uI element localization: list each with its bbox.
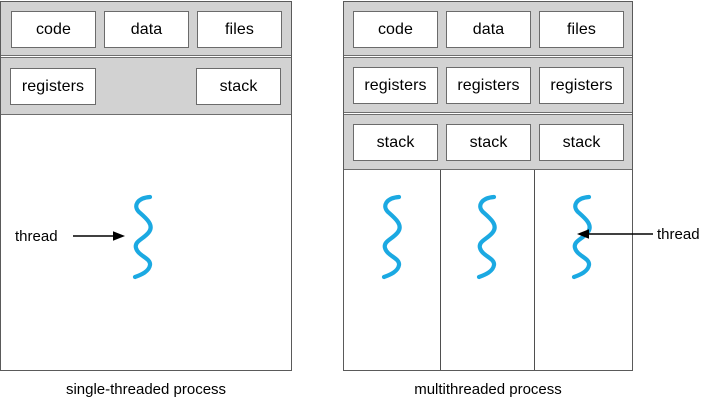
thread-annotation-arrow-right	[577, 226, 653, 242]
thread-squiggle-1	[127, 194, 159, 280]
thread-squiggle-3	[566, 194, 598, 280]
single-threaded-process-diagram: code data files registers stack thread	[0, 1, 292, 371]
multi-registers-band: registers registers registers	[344, 57, 632, 113]
thread-state-cell-registers-3: registers	[539, 67, 624, 104]
thread-annotation-label-left: thread	[15, 228, 58, 245]
multi-stack-band: stack stack stack	[344, 114, 632, 170]
multi-resource-band: code data files	[344, 2, 632, 56]
single-thread-state-band: registers stack	[1, 57, 291, 115]
thread-state-cell-registers-2: registers	[446, 67, 531, 104]
thread-column-divider-1	[440, 170, 441, 370]
thread-annotation-label-right: thread	[657, 226, 700, 243]
thread-state-cell-stack: stack	[196, 68, 281, 105]
multithreaded-process-diagram: code data files registers registers regi…	[343, 1, 633, 371]
thread-state-cell-registers-1: registers	[353, 67, 438, 104]
resource-cell-code: code	[11, 11, 96, 48]
single-resource-band: code data files	[1, 2, 291, 56]
resource-cell-data: data	[446, 11, 531, 48]
caption-multithreaded-process: multithreaded process	[414, 381, 562, 398]
thread-state-cell-registers: registers	[10, 68, 96, 105]
thread-annotation-arrow-left	[73, 228, 125, 244]
thread-state-cell-stack-2: stack	[446, 124, 531, 161]
caption-single-threaded-process: single-threaded process	[65, 381, 227, 398]
thread-squiggle-1	[376, 194, 408, 280]
thread-column-divider-2	[534, 170, 535, 370]
resource-cell-code: code	[353, 11, 438, 48]
resource-cell-data: data	[104, 11, 189, 48]
thread-state-cell-stack-3: stack	[539, 124, 624, 161]
resource-cell-files: files	[539, 11, 624, 48]
thread-squiggle-2	[471, 194, 503, 280]
thread-state-cell-stack-1: stack	[353, 124, 438, 161]
resource-cell-files: files	[197, 11, 282, 48]
